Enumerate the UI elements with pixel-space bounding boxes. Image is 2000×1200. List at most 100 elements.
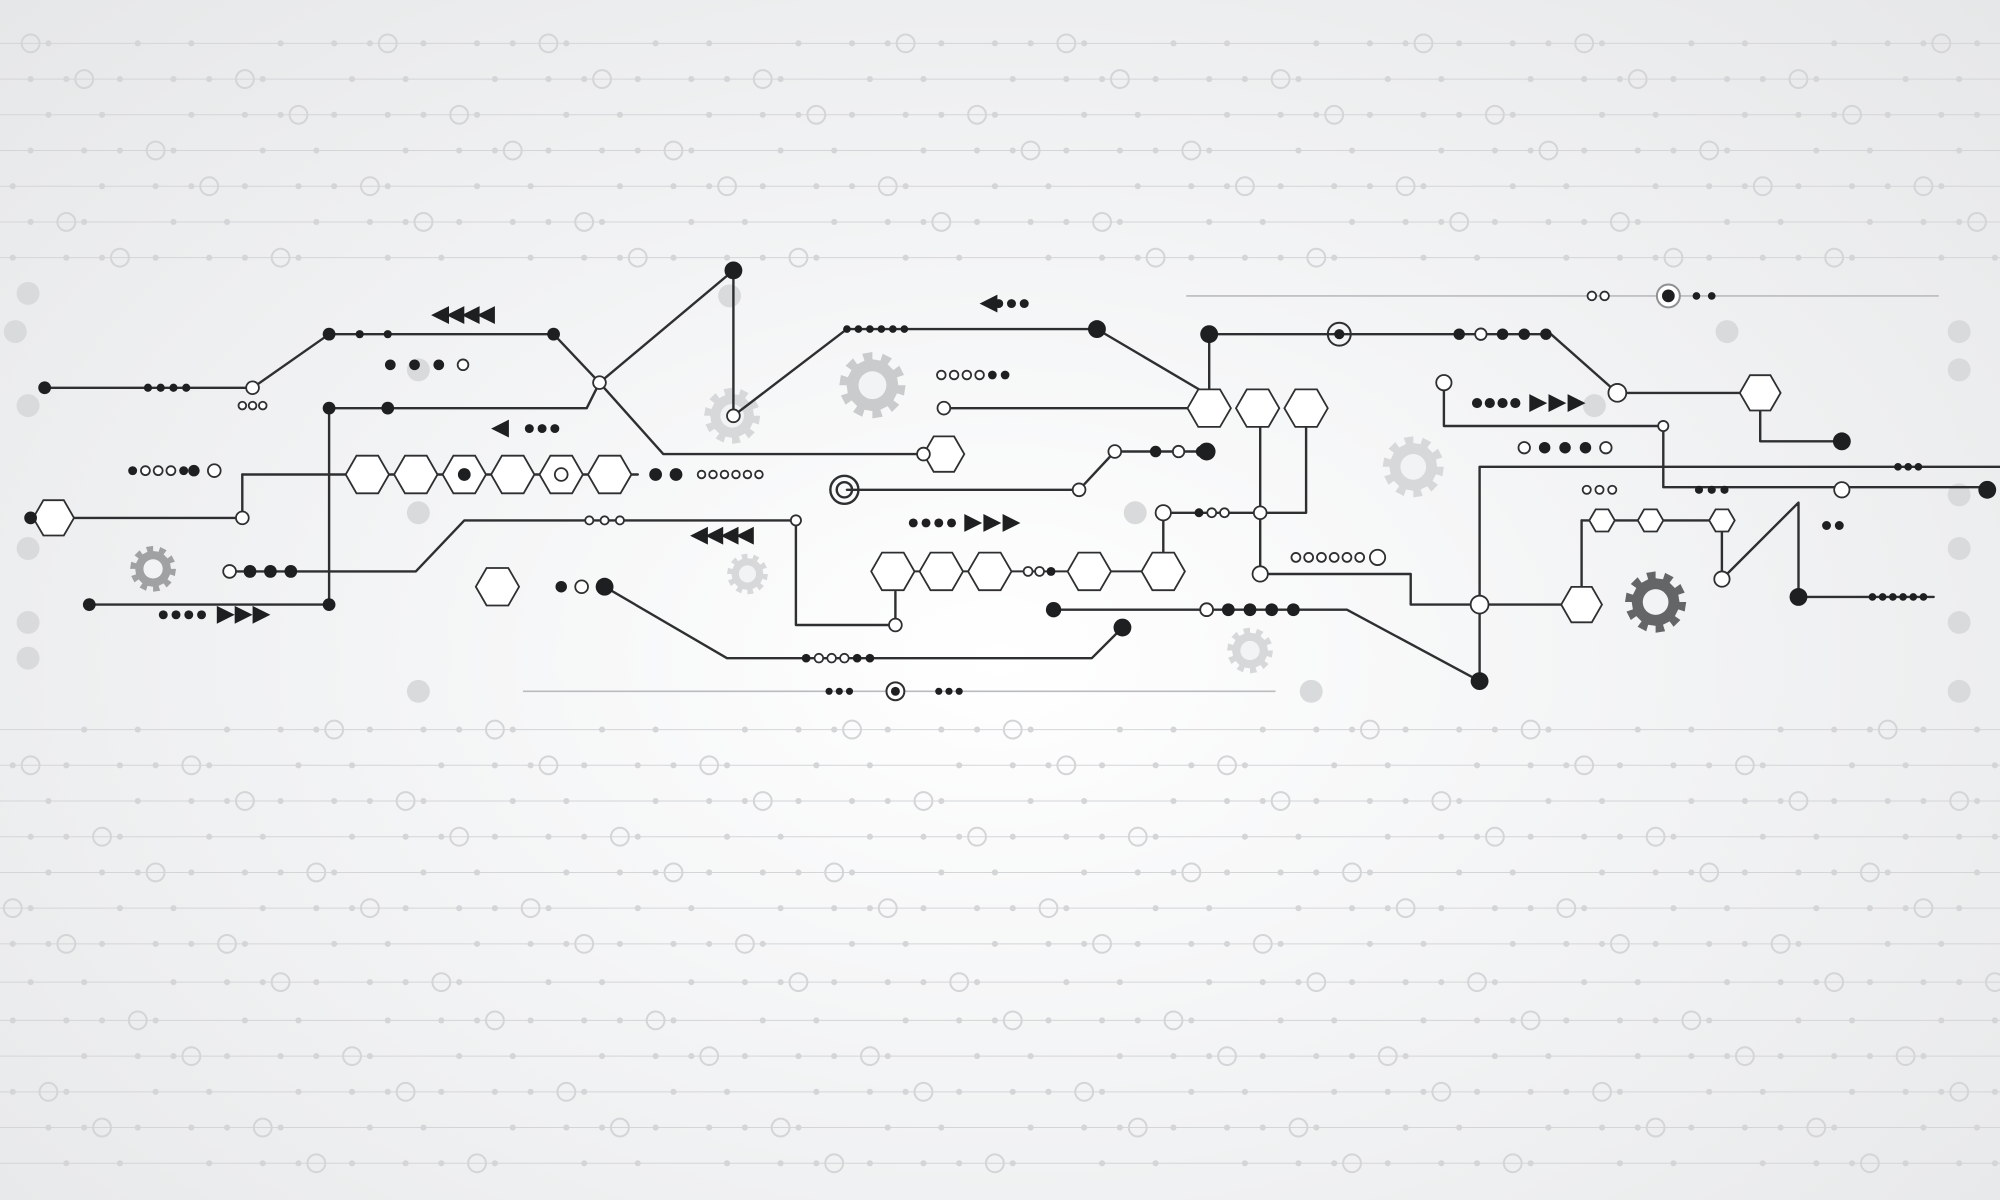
- background-row-dot: [384, 111, 391, 118]
- ring-node: [245, 380, 260, 396]
- background-row-dot: [1384, 833, 1391, 840]
- background-row-dot: [1527, 147, 1534, 154]
- background-row-dot: [1527, 762, 1534, 769]
- background-row-dot: [1563, 1088, 1570, 1095]
- background-row-dot: [1759, 1088, 1766, 1095]
- background-row-ring: [609, 826, 630, 847]
- background-row-dot: [1598, 111, 1606, 118]
- background-row-dot: [1848, 183, 1856, 190]
- background-row-dot: [1116, 979, 1123, 986]
- dot-row-node: [1194, 508, 1204, 518]
- background-row-dot: [116, 147, 123, 154]
- background-row-dot: [688, 1053, 695, 1060]
- background-row-dot: [1063, 979, 1070, 986]
- background-row-dot: [259, 833, 266, 840]
- background-row-dot: [1456, 111, 1463, 118]
- background-row-ring: [395, 791, 416, 811]
- background-row-dot: [1545, 797, 1552, 805]
- background-row-dot: [902, 940, 909, 947]
- ring-node: [1107, 444, 1123, 459]
- background-row-dot: [652, 1053, 659, 1060]
- background-row-dot: [1581, 979, 1588, 986]
- background-row-dot: [241, 940, 248, 947]
- background-row-dot: [9, 762, 16, 769]
- background-row-dot: [688, 147, 695, 154]
- ring-node: [1607, 383, 1628, 403]
- background-row-dot: [1616, 1017, 1623, 1024]
- background-row-dot: [902, 1017, 909, 1024]
- background-row-dot: [1295, 905, 1302, 912]
- background-row-dot: [563, 1124, 570, 1131]
- background-row-ring: [1913, 898, 1934, 919]
- background-row-dot: [9, 1088, 16, 1095]
- dot-row-node: [264, 565, 277, 578]
- background-row-dot: [634, 762, 641, 769]
- arrow-triangle-icon: [690, 526, 708, 545]
- background-row-dot: [206, 1088, 213, 1095]
- background-row-dot: [384, 254, 391, 261]
- background-row-dot: [170, 218, 177, 226]
- background-row-dot: [1134, 183, 1141, 190]
- background-row-dot: [1652, 183, 1659, 190]
- background-row-dot: [1456, 726, 1463, 733]
- background-row-dot: [27, 76, 34, 83]
- background-row-ring: [1145, 247, 1166, 268]
- dot-row-node: [921, 518, 931, 528]
- background-row-ring: [752, 791, 773, 811]
- background-row-dot: [313, 905, 320, 912]
- dot-row-node: [708, 469, 718, 480]
- background-row-dot: [491, 1160, 498, 1167]
- background-row-dot: [277, 40, 284, 47]
- background-row-dot: [1634, 726, 1641, 733]
- background-row-dot: [63, 833, 70, 840]
- background-row-ring: [252, 1117, 273, 1138]
- background-row-dot: [1009, 905, 1016, 912]
- background-row-dot: [884, 40, 891, 47]
- background-row-dot: [1723, 1053, 1731, 1060]
- background-row-dot: [1402, 797, 1409, 805]
- background-row-ring: [1270, 69, 1291, 90]
- background-row-dot: [1170, 726, 1177, 733]
- background-row-dot: [1509, 1017, 1516, 1024]
- background-row-dot: [1045, 1088, 1052, 1095]
- background-row-dot: [223, 726, 231, 733]
- background-row-dot: [759, 940, 766, 947]
- faded-dot: [16, 646, 40, 670]
- circuit-trace: [1052, 465, 2000, 683]
- circuit-trace: [1580, 501, 1935, 599]
- background-row-ring: [663, 140, 684, 161]
- background-row-dot: [438, 762, 445, 769]
- dot-row-node: [247, 400, 258, 411]
- background-row-dot: [1063, 218, 1070, 226]
- hexagon-node: [586, 454, 633, 495]
- background-row-dot: [1956, 147, 1963, 154]
- dot-row-node: [1909, 593, 1918, 601]
- background-row-dot: [1348, 218, 1356, 226]
- background-row-dot: [1795, 254, 1802, 261]
- background-row-dot: [1920, 1124, 1927, 1131]
- background-row-ring: [181, 1046, 202, 1067]
- background-row-dot: [1813, 905, 1820, 912]
- background-row-dot: [920, 905, 927, 912]
- background-row-dot: [1527, 76, 1534, 83]
- background-row-dot: [1563, 183, 1570, 190]
- background-row-dot: [456, 218, 463, 226]
- background-row-dot: [777, 147, 784, 154]
- background-row-dot: [1027, 797, 1034, 805]
- background-row-dot: [1777, 1124, 1784, 1131]
- gear-hole: [738, 565, 757, 583]
- background-row-dot: [706, 797, 713, 805]
- background-row-dot: [1509, 111, 1516, 118]
- background-row-dot: [402, 905, 409, 912]
- ring-node: [592, 375, 607, 390]
- background-row-dot: [295, 183, 302, 190]
- dot-row-node: [1149, 445, 1162, 458]
- background-row-dot: [1866, 905, 1873, 912]
- gear-hole: [1400, 453, 1427, 480]
- background-row-dot: [81, 147, 88, 154]
- background-row-dot: [295, 1017, 302, 1024]
- dot-row-node: [852, 653, 862, 663]
- background-row-dot: [1634, 979, 1641, 986]
- background-row-dot: [81, 218, 88, 226]
- background-row-dot: [973, 147, 981, 154]
